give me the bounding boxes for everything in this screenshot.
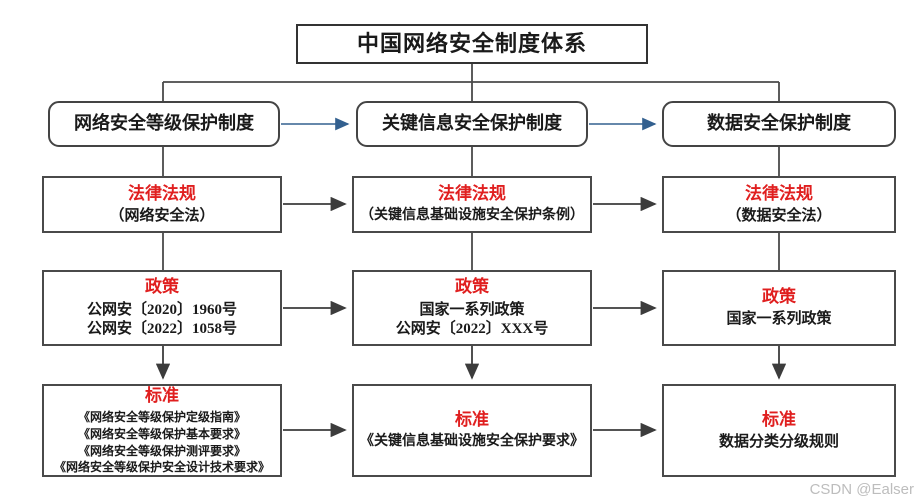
law-line: （数据安全法） <box>726 207 832 224</box>
title-box: 中国网络安全制度体系 <box>296 24 648 64</box>
standard-line: 《网络安全等级保护基本要求》 <box>77 426 246 441</box>
standard-box-col3: 标准 数据分类分级规则 <box>662 384 896 477</box>
law-heading: 法律法规 <box>128 183 196 203</box>
policy-box-col2: 政策 国家一系列政策 公网安〔2022〕XXX号 <box>352 270 592 346</box>
policy-line: 公网安〔2022〕1058号 <box>86 321 237 338</box>
law-box-col1: 法律法规 （网络安全法） <box>42 176 282 233</box>
policy-line: 国家一系列政策 <box>419 301 525 318</box>
standard-heading: 标准 <box>455 410 489 430</box>
standard-box-col1: 标准 《网络安全等级保护定级指南》 《网络安全等级保护基本要求》 《网络安全等级… <box>42 384 282 477</box>
standard-heading: 标准 <box>762 409 796 429</box>
header-label: 关键信息安全保护制度 <box>382 113 562 134</box>
header-label: 网络安全等级保护制度 <box>74 113 254 134</box>
law-line: （关键信息基础设施安全保护条例） <box>360 208 584 224</box>
policy-heading: 政策 <box>145 277 179 297</box>
law-line: （网络安全法） <box>109 207 215 224</box>
standard-line: 《关键信息基础设施安全保护要求》 <box>360 434 584 450</box>
title-tree-lines <box>162 64 780 270</box>
policy-line: 公网安〔2022〕XXX号 <box>395 321 549 338</box>
law-box-col3: 法律法规 （数据安全法） <box>662 176 896 233</box>
watermark: CSDN @Ealser <box>809 481 914 498</box>
law-heading: 法律法规 <box>745 183 813 203</box>
policy-heading: 政策 <box>455 277 489 297</box>
standard-line: 《网络安全等级保护定级指南》 <box>77 409 246 424</box>
policy-line: 国家一系列政策 <box>726 311 832 328</box>
standard-line: 数据分类分级规则 <box>718 433 839 450</box>
law-box-col2: 法律法规 （关键信息基础设施安全保护条例） <box>352 176 592 233</box>
standard-heading: 标准 <box>145 385 179 405</box>
law-heading: 法律法规 <box>438 184 506 204</box>
policy-box-col1: 政策 公网安〔2020〕1960号 公网安〔2022〕1058号 <box>42 270 282 346</box>
header-box-data-security: 数据安全保护制度 <box>662 101 896 147</box>
policy-line: 公网安〔2020〕1960号 <box>86 301 237 318</box>
standard-box-col2: 标准 《关键信息基础设施安全保护要求》 <box>352 384 592 477</box>
page-title: 中国网络安全制度体系 <box>356 30 587 56</box>
header-box-critical-info: 关键信息安全保护制度 <box>356 101 588 147</box>
standard-line: 《网络安全等级保护安全设计技术要求》 <box>53 460 270 475</box>
policy-to-standard-arrows <box>155 346 787 380</box>
header-box-level-protection: 网络安全等级保护制度 <box>48 101 280 147</box>
header-label: 数据安全保护制度 <box>707 113 851 134</box>
standard-line: 《网络安全等级保护测评要求》 <box>77 443 246 458</box>
policy-heading: 政策 <box>762 287 796 307</box>
policy-box-col3: 政策 国家一系列政策 <box>662 270 896 346</box>
